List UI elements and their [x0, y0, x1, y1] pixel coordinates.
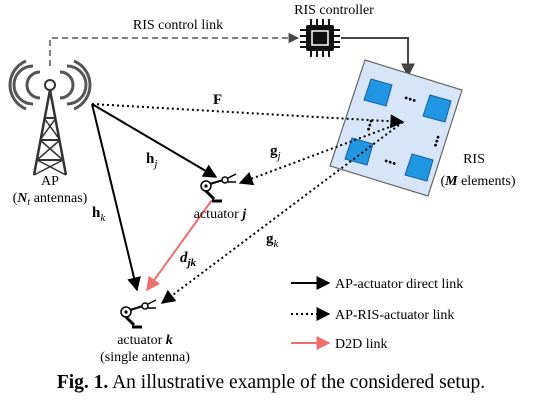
- robot-arm-icon: [120, 299, 157, 329]
- ap-antennas-label: (Nt antennas): [13, 191, 88, 208]
- channel-gk-label: gk: [266, 231, 280, 250]
- ris-controller-label: RIS controller: [294, 3, 374, 18]
- figure-number: Fig. 1.: [56, 372, 109, 393]
- legend-direct-label: AP-actuator direct link: [335, 277, 463, 292]
- ris-ellipsis-left: •••: [361, 117, 378, 133]
- channel-gk-link: [160, 121, 404, 304]
- ris-ellipsis-top: •••: [402, 91, 418, 108]
- channel-hk-label: hk: [92, 205, 106, 224]
- ris-control-link-label: RIS control link: [133, 18, 223, 33]
- channel-gj-link: [238, 121, 404, 186]
- channel-hj-link: [91, 103, 218, 178]
- controller-to-ris-arrow: [341, 37, 415, 78]
- legend-ris-label: AP-RIS-actuator link: [335, 308, 454, 323]
- ris-label: RIS: [463, 152, 485, 167]
- ap-label: AP: [41, 174, 59, 189]
- channel-djk-label: djk: [180, 250, 197, 269]
- figure-caption: Fig. 1. An illustrative example of the c…: [0, 372, 542, 394]
- legend-d2d-label: D2D link: [335, 337, 388, 352]
- system-diagram: AP (Nt antennas) RIS control link RIS co…: [8, 3, 516, 365]
- chip-icon: [300, 19, 340, 57]
- ap-tower-icon: [8, 59, 92, 176]
- ris-elements-label: (M elements): [440, 174, 515, 189]
- channel-gj-label: gj: [270, 143, 281, 162]
- channel-hk-link: [91, 103, 141, 292]
- single-antenna-label: (single antenna): [100, 350, 190, 365]
- ris-ellipsis-right: •••: [428, 133, 445, 149]
- channel-F-label: F: [213, 92, 222, 108]
- channel-F-link: [91, 103, 405, 129]
- robot-arm-icon: [200, 173, 237, 203]
- actuator-k-label: actuator k: [117, 333, 173, 348]
- caption-text: An illustrative example of the considere…: [108, 372, 486, 393]
- channel-hj-label: hj: [146, 151, 157, 170]
- actuator-j-label: actuator j: [194, 207, 247, 222]
- ris-control-link: [49, 32, 300, 66]
- channel-djk-link: [146, 199, 213, 292]
- ris-ellipsis-bottom: •••: [382, 154, 398, 171]
- legend: AP-actuator direct link AP-RIS-actuator …: [291, 276, 463, 352]
